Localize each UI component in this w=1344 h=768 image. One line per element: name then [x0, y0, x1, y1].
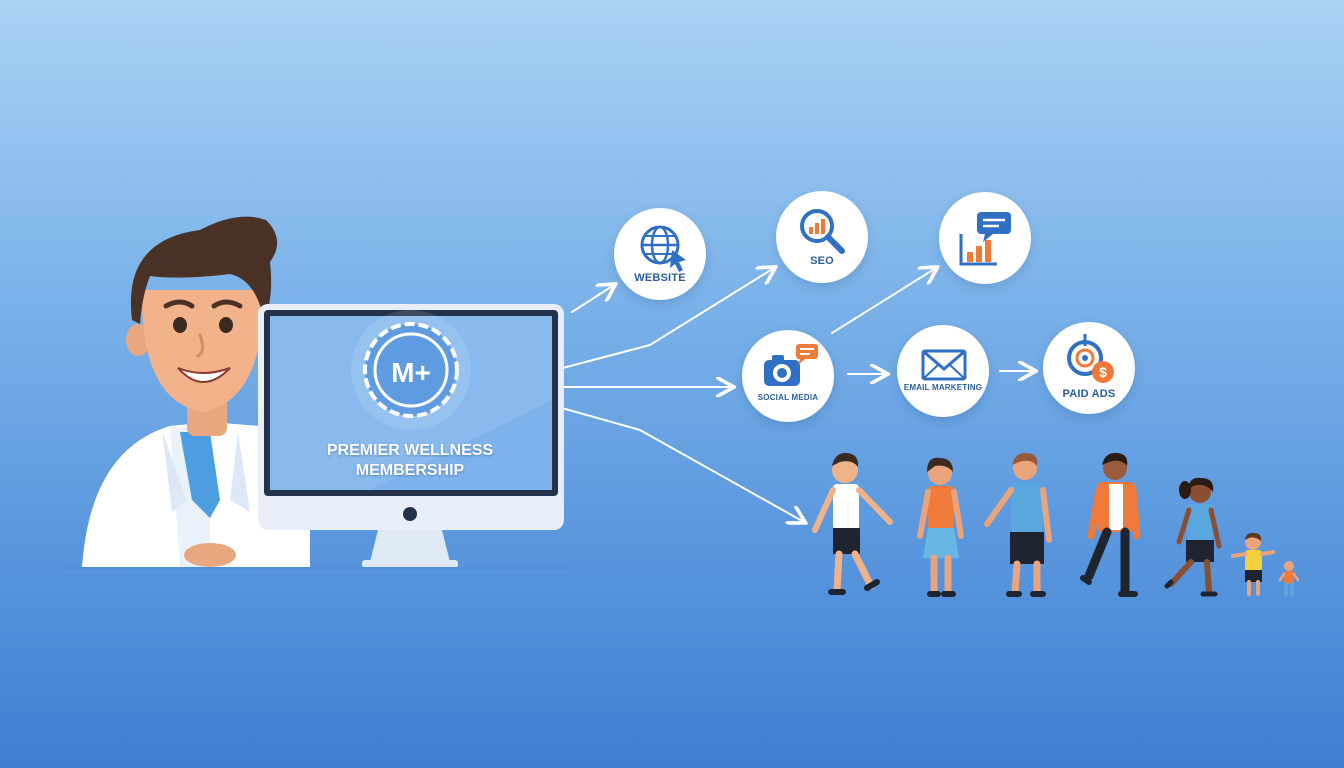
membership-badge-text: M+ — [391, 357, 431, 388]
audience-person-6 — [1231, 532, 1275, 596]
channel-website: WEBSITE — [614, 208, 706, 300]
globe-cursor-icon — [640, 225, 686, 272]
audience-person-4 — [1080, 452, 1141, 597]
membership-title: PREMIER WELLNESS MEMBERSHIP — [300, 441, 520, 481]
membership-title-line2: MEMBERSHIP — [355, 462, 465, 479]
channel-label-website: WEBSITE — [634, 272, 686, 284]
audience-group — [812, 452, 1300, 597]
channel-paid-ads: $ PAID ADS — [1043, 322, 1135, 414]
envelope-icon — [921, 349, 967, 381]
channel-seo: SEO — [776, 191, 868, 283]
channel-label-email-marketing: EMAIL MARKETING — [903, 383, 983, 392]
arrow-to-website — [571, 285, 614, 313]
target-dollar-icon: $ — [1067, 334, 1114, 383]
audience-person-2 — [917, 457, 964, 597]
channel-label-social-media: SOCIAL MEDIA — [757, 393, 819, 402]
camera-chat-icon — [764, 344, 818, 386]
audience-person-3 — [984, 452, 1052, 597]
audience-person-7 — [1278, 561, 1300, 597]
channel-label-seo: SEO — [810, 255, 834, 267]
magnifier-chart-icon — [800, 209, 845, 254]
chart-chat-icon — [959, 212, 1011, 266]
membership-title-line1: PREMIER WELLNESS — [326, 442, 494, 459]
monitor — [258, 304, 564, 568]
svg-text:$: $ — [1099, 364, 1107, 380]
audience-person-1 — [812, 452, 893, 595]
channel-label-paid-ads: PAID ADS — [1062, 388, 1116, 400]
channel-email-marketing: EMAIL MARKETING — [897, 325, 989, 417]
ground-line — [60, 567, 570, 569]
doctor-illustration — [82, 216, 310, 568]
channel-social-media: SOCIAL MEDIA — [742, 330, 834, 422]
arrow-social-to-chart — [831, 268, 936, 334]
channel-analytics — [939, 192, 1031, 284]
audience-person-5 — [1164, 477, 1222, 597]
